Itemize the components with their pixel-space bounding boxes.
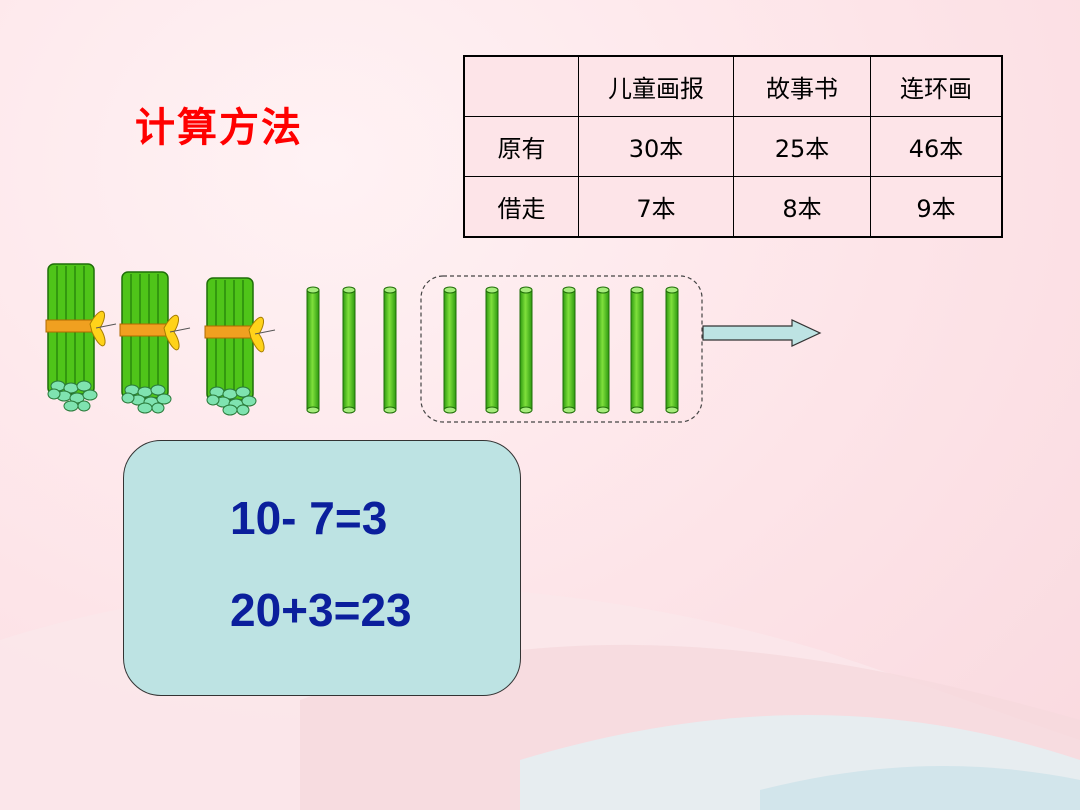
table-cell: 25本 <box>733 116 871 177</box>
counting-sticks-illustration <box>45 263 822 423</box>
single-stick <box>519 286 533 414</box>
slide-title: 计算方法 <box>135 105 303 151</box>
single-stick <box>485 286 499 414</box>
single-stick <box>596 286 610 414</box>
loose-sticks <box>306 286 397 414</box>
selected-sticks <box>443 286 679 414</box>
table-header-cell: 儿童画报 <box>578 55 734 117</box>
arrow-right-icon <box>702 319 822 347</box>
table-cell: 8本 <box>733 176 871 238</box>
table-cell: 30本 <box>578 116 734 177</box>
table-cell: 46本 <box>870 116 1003 177</box>
table-header-cell <box>463 55 579 117</box>
single-stick <box>306 286 320 414</box>
stick-bundle <box>204 277 276 416</box>
table-row: 借走 7本 8本 9本 <box>463 176 1003 238</box>
selection-box <box>420 275 703 423</box>
single-stick <box>443 286 457 414</box>
single-stick <box>665 286 679 414</box>
table-cell: 7本 <box>578 176 734 238</box>
table-cell: 原有 <box>463 116 579 177</box>
table-header-row: 儿童画报 故事书 连环画 <box>463 55 1003 117</box>
calculation-box: 10- 7=3 20+3=23 <box>123 440 521 696</box>
table-cell: 借走 <box>463 176 579 238</box>
stick-bundle <box>45 263 117 412</box>
single-stick <box>383 286 397 414</box>
books-table: 儿童画报 故事书 连环画 原有 30本 25本 46本 借走 7本 8本 9本 <box>463 55 1003 238</box>
single-stick <box>630 286 644 414</box>
single-stick <box>562 286 576 414</box>
equation-line: 10- 7=3 <box>230 492 388 544</box>
table-row: 原有 30本 25本 46本 <box>463 116 1003 177</box>
table-cell: 9本 <box>870 176 1003 238</box>
single-stick <box>342 286 356 414</box>
stick-bundle <box>119 271 191 414</box>
equation-line: 20+3=23 <box>230 584 412 636</box>
